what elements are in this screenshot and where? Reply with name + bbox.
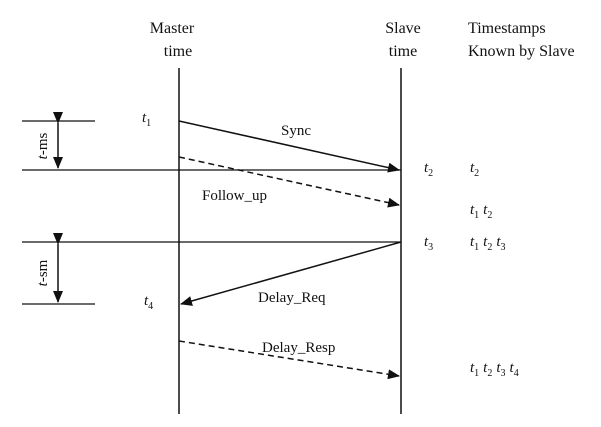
slave-header-line2: time	[389, 43, 417, 60]
delay-resp-arrow	[178, 340, 400, 380]
delay-resp-label: Delay_Resp	[262, 340, 335, 356]
follow-up-arrow	[178, 156, 400, 208]
sync-arrow	[178, 120, 400, 173]
timestamp-t4-master: t4	[144, 293, 153, 312]
delay-req-label: Delay_Req	[258, 290, 326, 306]
master-header-line2: time	[164, 43, 192, 60]
timestamp-t3-slave: t3	[424, 234, 433, 253]
ms-interval-label: t-ms	[35, 133, 51, 160]
sync-label: Sync	[281, 123, 311, 139]
known-header-line1: Timestamps	[468, 20, 546, 37]
follow-up-label: Follow_up	[202, 188, 267, 204]
timestamp-t1-master: t1	[142, 110, 151, 129]
sm-interval-label: t-sm	[35, 259, 51, 286]
known-header-line2: Known by Slave	[468, 43, 575, 60]
timestamp-t2-slave: t2	[424, 160, 433, 179]
known-row-1: t2	[470, 160, 479, 179]
master-header-line1: Master	[150, 20, 195, 37]
delay-req-arrow	[180, 241, 402, 306]
slave-header-line1: Slave	[385, 20, 421, 37]
